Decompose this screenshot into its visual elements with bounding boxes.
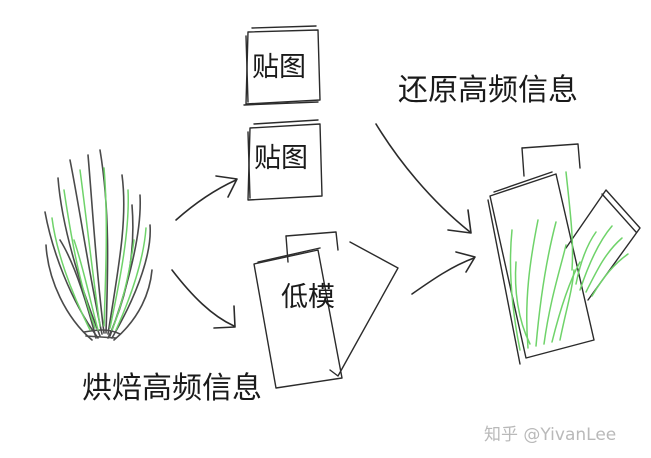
- arrow-to-lowpoly: [171, 269, 236, 329]
- lowpoly-label: 低模: [281, 282, 335, 313]
- watermark: 知乎 @YivanLee: [484, 425, 617, 445]
- bake-label: 烘焙高频信息: [82, 371, 262, 406]
- result-grass: [509, 171, 629, 351]
- lowpoly-cards: [253, 231, 399, 389]
- result-cards: [487, 143, 641, 365]
- arrow-from-lowpoly: [411, 251, 476, 295]
- restore-label: 还原高频信息: [398, 73, 578, 108]
- texture-card-top: [243, 25, 321, 106]
- grass-clump-highpoly: [44, 149, 153, 341]
- arrow-to-texture: [175, 175, 238, 221]
- texture-card-mid: [247, 119, 323, 201]
- arrow-from-texture: [375, 123, 472, 234]
- texture-label-top: 贴图: [252, 52, 306, 83]
- texture-label-mid: 贴图: [254, 143, 308, 174]
